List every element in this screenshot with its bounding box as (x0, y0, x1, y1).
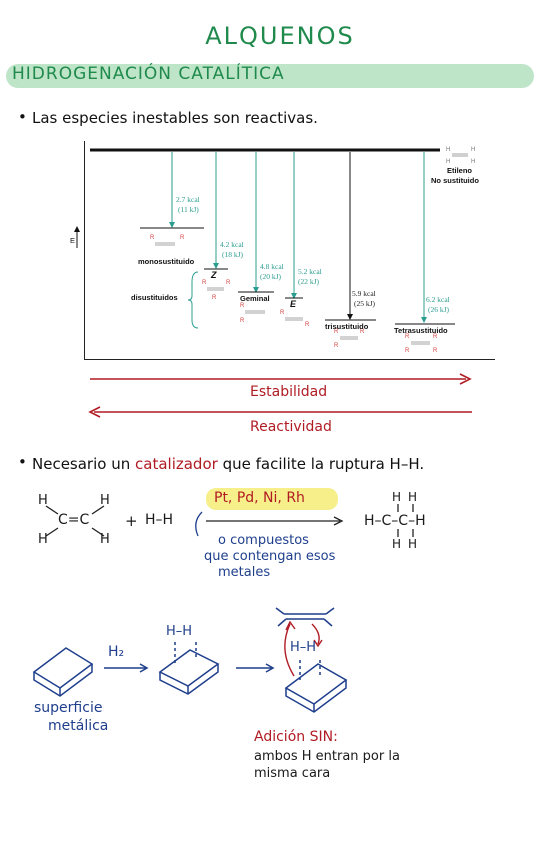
catalyst-list: Pt, Pd, Ni, Rh (214, 490, 305, 506)
adsorbed-hh: H–H (166, 624, 193, 639)
page-title: ALQUENOS (205, 22, 355, 50)
ethane-product: H–C–C–H (364, 513, 426, 529)
e-kj: (22 kJ) (298, 277, 320, 286)
alt-text-1: o compuestos (218, 533, 309, 548)
svg-text:R: R (212, 295, 217, 301)
reactivity-label: Reactividad (250, 419, 332, 435)
syn-description-2: misma cara (254, 766, 331, 781)
svg-text:R: R (360, 329, 365, 335)
alt-text-3: metales (218, 565, 271, 580)
ethylene-label: Etileno (447, 166, 473, 175)
tetra-kcal: 6.2 kcal (426, 295, 450, 304)
ethylene-core: C=C (58, 512, 90, 528)
svg-text:R: R (226, 280, 231, 286)
z-kj: (18 kJ) (222, 250, 244, 259)
alt-text-2: que contengan esos (204, 549, 336, 564)
svg-text:R: R (334, 343, 339, 349)
plus-sign: + (125, 512, 138, 530)
svg-text:R: R (433, 348, 438, 354)
tri-label: trisustituido (325, 322, 369, 331)
svg-text:R: R (405, 334, 410, 340)
svg-text:R: R (280, 310, 285, 316)
geminal-kj: (20 kJ) (260, 272, 282, 281)
svg-text:R: R (202, 280, 207, 286)
bullet-text-1: Las especies inestables son reactivas. (32, 109, 318, 127)
syn-description-1: ambos H entran por la (254, 749, 400, 764)
mono-kcal: 2.7 kcal (176, 195, 200, 204)
geminal-kcal: 4.8 kcal (260, 262, 284, 271)
svg-text:R: R (433, 334, 438, 340)
subtitle-highlight (6, 64, 534, 88)
svg-text:R: R (405, 348, 410, 354)
mono-label: monosustituido (138, 257, 195, 266)
h-top-left: H (38, 493, 48, 508)
product-h-bottom-2: H (408, 537, 418, 551)
product-h-top-2: H (408, 490, 418, 504)
svg-text:R: R (305, 322, 310, 328)
svg-text:H: H (471, 147, 475, 153)
stability-label: Estabilidad (250, 384, 328, 400)
catalyst-word: catalizador (135, 455, 218, 473)
bullet-dot-2: • (18, 453, 27, 471)
h-bottom-left: H (38, 532, 48, 547)
energy-diagram (84, 141, 495, 360)
bullet-text-2: Necesario un catalizador que facilite la… (32, 455, 425, 473)
surface-label-2: metálica (48, 718, 109, 734)
tri-kj: (25 kJ) (354, 299, 376, 308)
z-kcal: 4.2 kcal (220, 240, 244, 249)
disubstituted-label: disustituidos (131, 293, 178, 302)
svg-text:R: R (240, 303, 245, 309)
transferring-hh: H–H (290, 640, 317, 655)
svg-text:R: R (180, 235, 185, 241)
h-top-right: H (100, 493, 110, 508)
e-kcal: 5.2 kcal (298, 267, 322, 276)
geminal-label: Geminal (240, 294, 270, 303)
tetra-kj: (26 kJ) (428, 305, 450, 314)
energy-axis-label: E (70, 236, 76, 245)
tetra-label: Tetrasustituido (394, 326, 448, 335)
z-label: Z (211, 270, 217, 280)
unsubstituted-label: No sustituido (431, 176, 479, 185)
section-subtitle: HIDROGENACIÓN CATALÍTICA (12, 64, 285, 84)
svg-text:R: R (334, 329, 339, 335)
svg-text:H: H (471, 159, 475, 165)
product-h-bottom-1: H (392, 537, 402, 551)
svg-text:H: H (446, 159, 450, 165)
svg-text:H: H (446, 147, 450, 153)
mono-kj: (11 kJ) (178, 205, 199, 214)
h2-reagent-label: H₂ (108, 644, 125, 660)
e-label: E (290, 299, 297, 309)
svg-text:R: R (240, 318, 245, 324)
product-h-top-1: H (392, 490, 402, 504)
h2-molecule: H–H (145, 512, 174, 528)
syn-addition-title: Adición SIN: (254, 729, 338, 745)
surface-label-1: superficie (34, 700, 103, 716)
tri-kcal: 5.9 kcal (352, 289, 376, 298)
svg-text:R: R (150, 235, 155, 241)
h-bottom-right: H (100, 532, 110, 547)
bullet-dot-1: • (18, 108, 27, 126)
